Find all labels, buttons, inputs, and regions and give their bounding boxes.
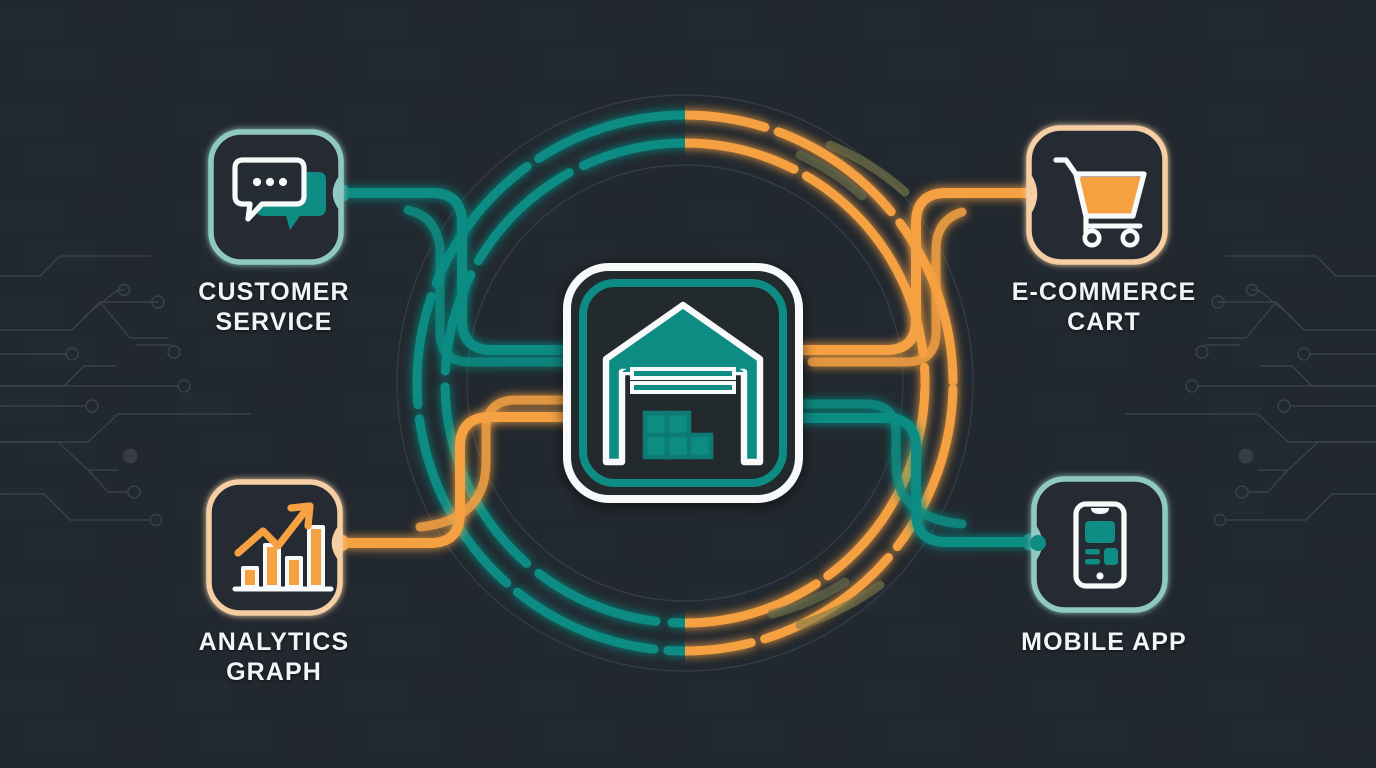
left-circuit-pattern [0, 255, 251, 527]
guide-ring-outer [396, 94, 974, 672]
connector-analytics-graph-inner [415, 395, 621, 532]
connector-ecommerce-cart [767, 188, 1038, 355]
guide-ring-inner [466, 164, 904, 602]
ring-blend-inner-bottom [767, 577, 850, 619]
outer-ring-teal [412, 110, 685, 656]
shopping-cart-icon [1053, 157, 1147, 248]
warehouse-icon [602, 301, 764, 466]
ring-blend-inner-top [795, 150, 867, 201]
connector-customer-service [343, 188, 605, 355]
node-analytics-graph[interactable] [206, 479, 343, 616]
chat-bubble-icon [232, 157, 326, 230]
connector-paths [341, 188, 1038, 548]
ring-blend-bottom [795, 580, 885, 630]
smartphone-icon [1073, 501, 1127, 589]
orbit-rings [412, 110, 958, 656]
connector-analytics-graph [341, 412, 605, 548]
ring-blend-top [825, 140, 910, 197]
inner-ring-orange [685, 138, 930, 628]
warehouse-hub[interactable] [563, 263, 803, 503]
node-ecommerce-cart[interactable] [1026, 125, 1168, 265]
inner-ring-teal [440, 138, 685, 628]
right-circuit-pattern [1125, 255, 1376, 527]
outer-ring-orange [685, 110, 958, 656]
connector-ecommerce-cart-inner [807, 207, 967, 367]
node-customer-service[interactable] [208, 129, 344, 265]
node-mobile-app[interactable] [1030, 476, 1168, 613]
bar-chart-trend-icon [232, 502, 334, 592]
connector-customer-service-inner [403, 205, 605, 367]
guide-rings [396, 94, 974, 672]
connector-mobile-app-inner [781, 399, 967, 529]
